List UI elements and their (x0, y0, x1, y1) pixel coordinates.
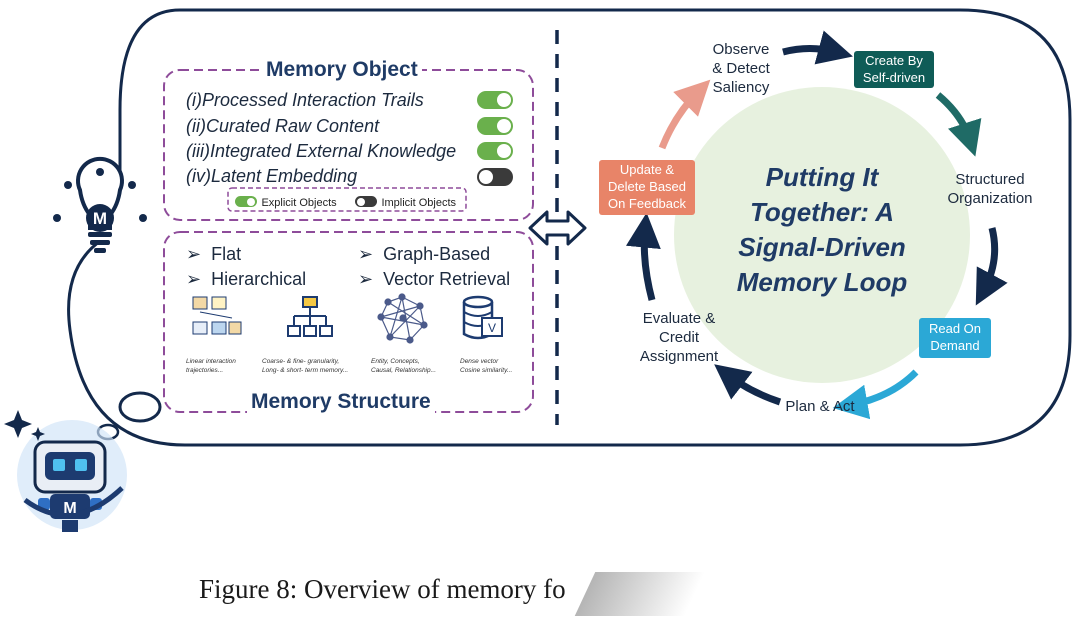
arrow-create-to-structured (935, 92, 982, 157)
node-plan: Plan & Act (785, 398, 855, 415)
legend-implicit: Implicit Objects (355, 193, 456, 211)
hierarchical-description: Coarse- & fine- granularity,Long- & shor… (262, 358, 349, 374)
toggle-switch-on[interactable] (477, 91, 513, 109)
legend-explicit-label: Explicit Objects (261, 197, 337, 209)
arrow-bullet-icon: ➢ (186, 244, 202, 264)
legend-box (227, 187, 467, 212)
toggle-switch-off[interactable] (477, 168, 513, 186)
arrow-bullet-icon: ➢ (358, 244, 374, 264)
structure-type-vector: ➢Vector Retrieval (358, 269, 511, 289)
thought-bubble-large (118, 391, 162, 423)
memory-object-item-2: (ii)Curated Raw Content (186, 116, 380, 136)
capsule-outline (67, 8, 1072, 447)
arrow-evaluate-to-update (625, 212, 661, 301)
structure-type-flat: ➢Flat (186, 244, 242, 264)
arrow-bullet-icon: ➢ (186, 269, 202, 289)
memory-object-item-1: (i)Processed Interaction Trails (186, 90, 424, 110)
double-arrow-icon (528, 210, 587, 246)
memory-object-title: Memory Object (262, 58, 422, 82)
lightbulb-m-icon: M (53, 156, 147, 253)
figure-caption: Figure 8: Overview of memory fo (199, 574, 566, 604)
svg-text:M: M (93, 209, 107, 228)
loop-center-circle (674, 87, 970, 383)
svg-text:V: V (488, 321, 496, 335)
graph-network-icon (377, 293, 428, 344)
svg-text:M: M (63, 500, 76, 517)
arrow-read-to-plan (832, 369, 919, 420)
toggle-switch-on[interactable] (477, 142, 513, 160)
arrow-structured-to-read (975, 227, 1008, 306)
arrow-observe-to-create (782, 30, 853, 65)
memory-object-item-4: (iv)Latent Embedding (186, 166, 358, 186)
memory-structure-title: Memory Structure (247, 390, 435, 414)
hierarchy-icon (287, 296, 333, 337)
legend-toggle-on-icon (235, 196, 257, 208)
legend-implicit-label: Implicit Objects (381, 197, 457, 209)
flat-memory-icon (192, 296, 242, 335)
legend-toggle-off-icon (355, 196, 377, 208)
structure-type-hierarchical: ➢Hierarchical (186, 269, 307, 289)
robot-mascot-icon: M (4, 410, 127, 532)
arrow-update-to-observe (658, 79, 711, 150)
toggle-switch-on[interactable] (477, 117, 513, 135)
loop-title: Putting It Together: A Signal-Driven Mem… (736, 162, 908, 297)
legend-explicit: Explicit Objects (235, 193, 337, 211)
memory-object-item-3: (iii)Integrated External Knowledge (186, 141, 457, 161)
graph-description: Entity, Concepts,Causal, Relationship... (371, 358, 437, 374)
arrow-plan-to-evaluate (714, 364, 782, 406)
arrow-bullet-icon: ➢ (358, 269, 374, 289)
vector-database-icon: V (462, 295, 503, 340)
caption-redaction-smudge (574, 572, 706, 616)
structure-type-graph: ➢Graph-Based (358, 244, 491, 264)
